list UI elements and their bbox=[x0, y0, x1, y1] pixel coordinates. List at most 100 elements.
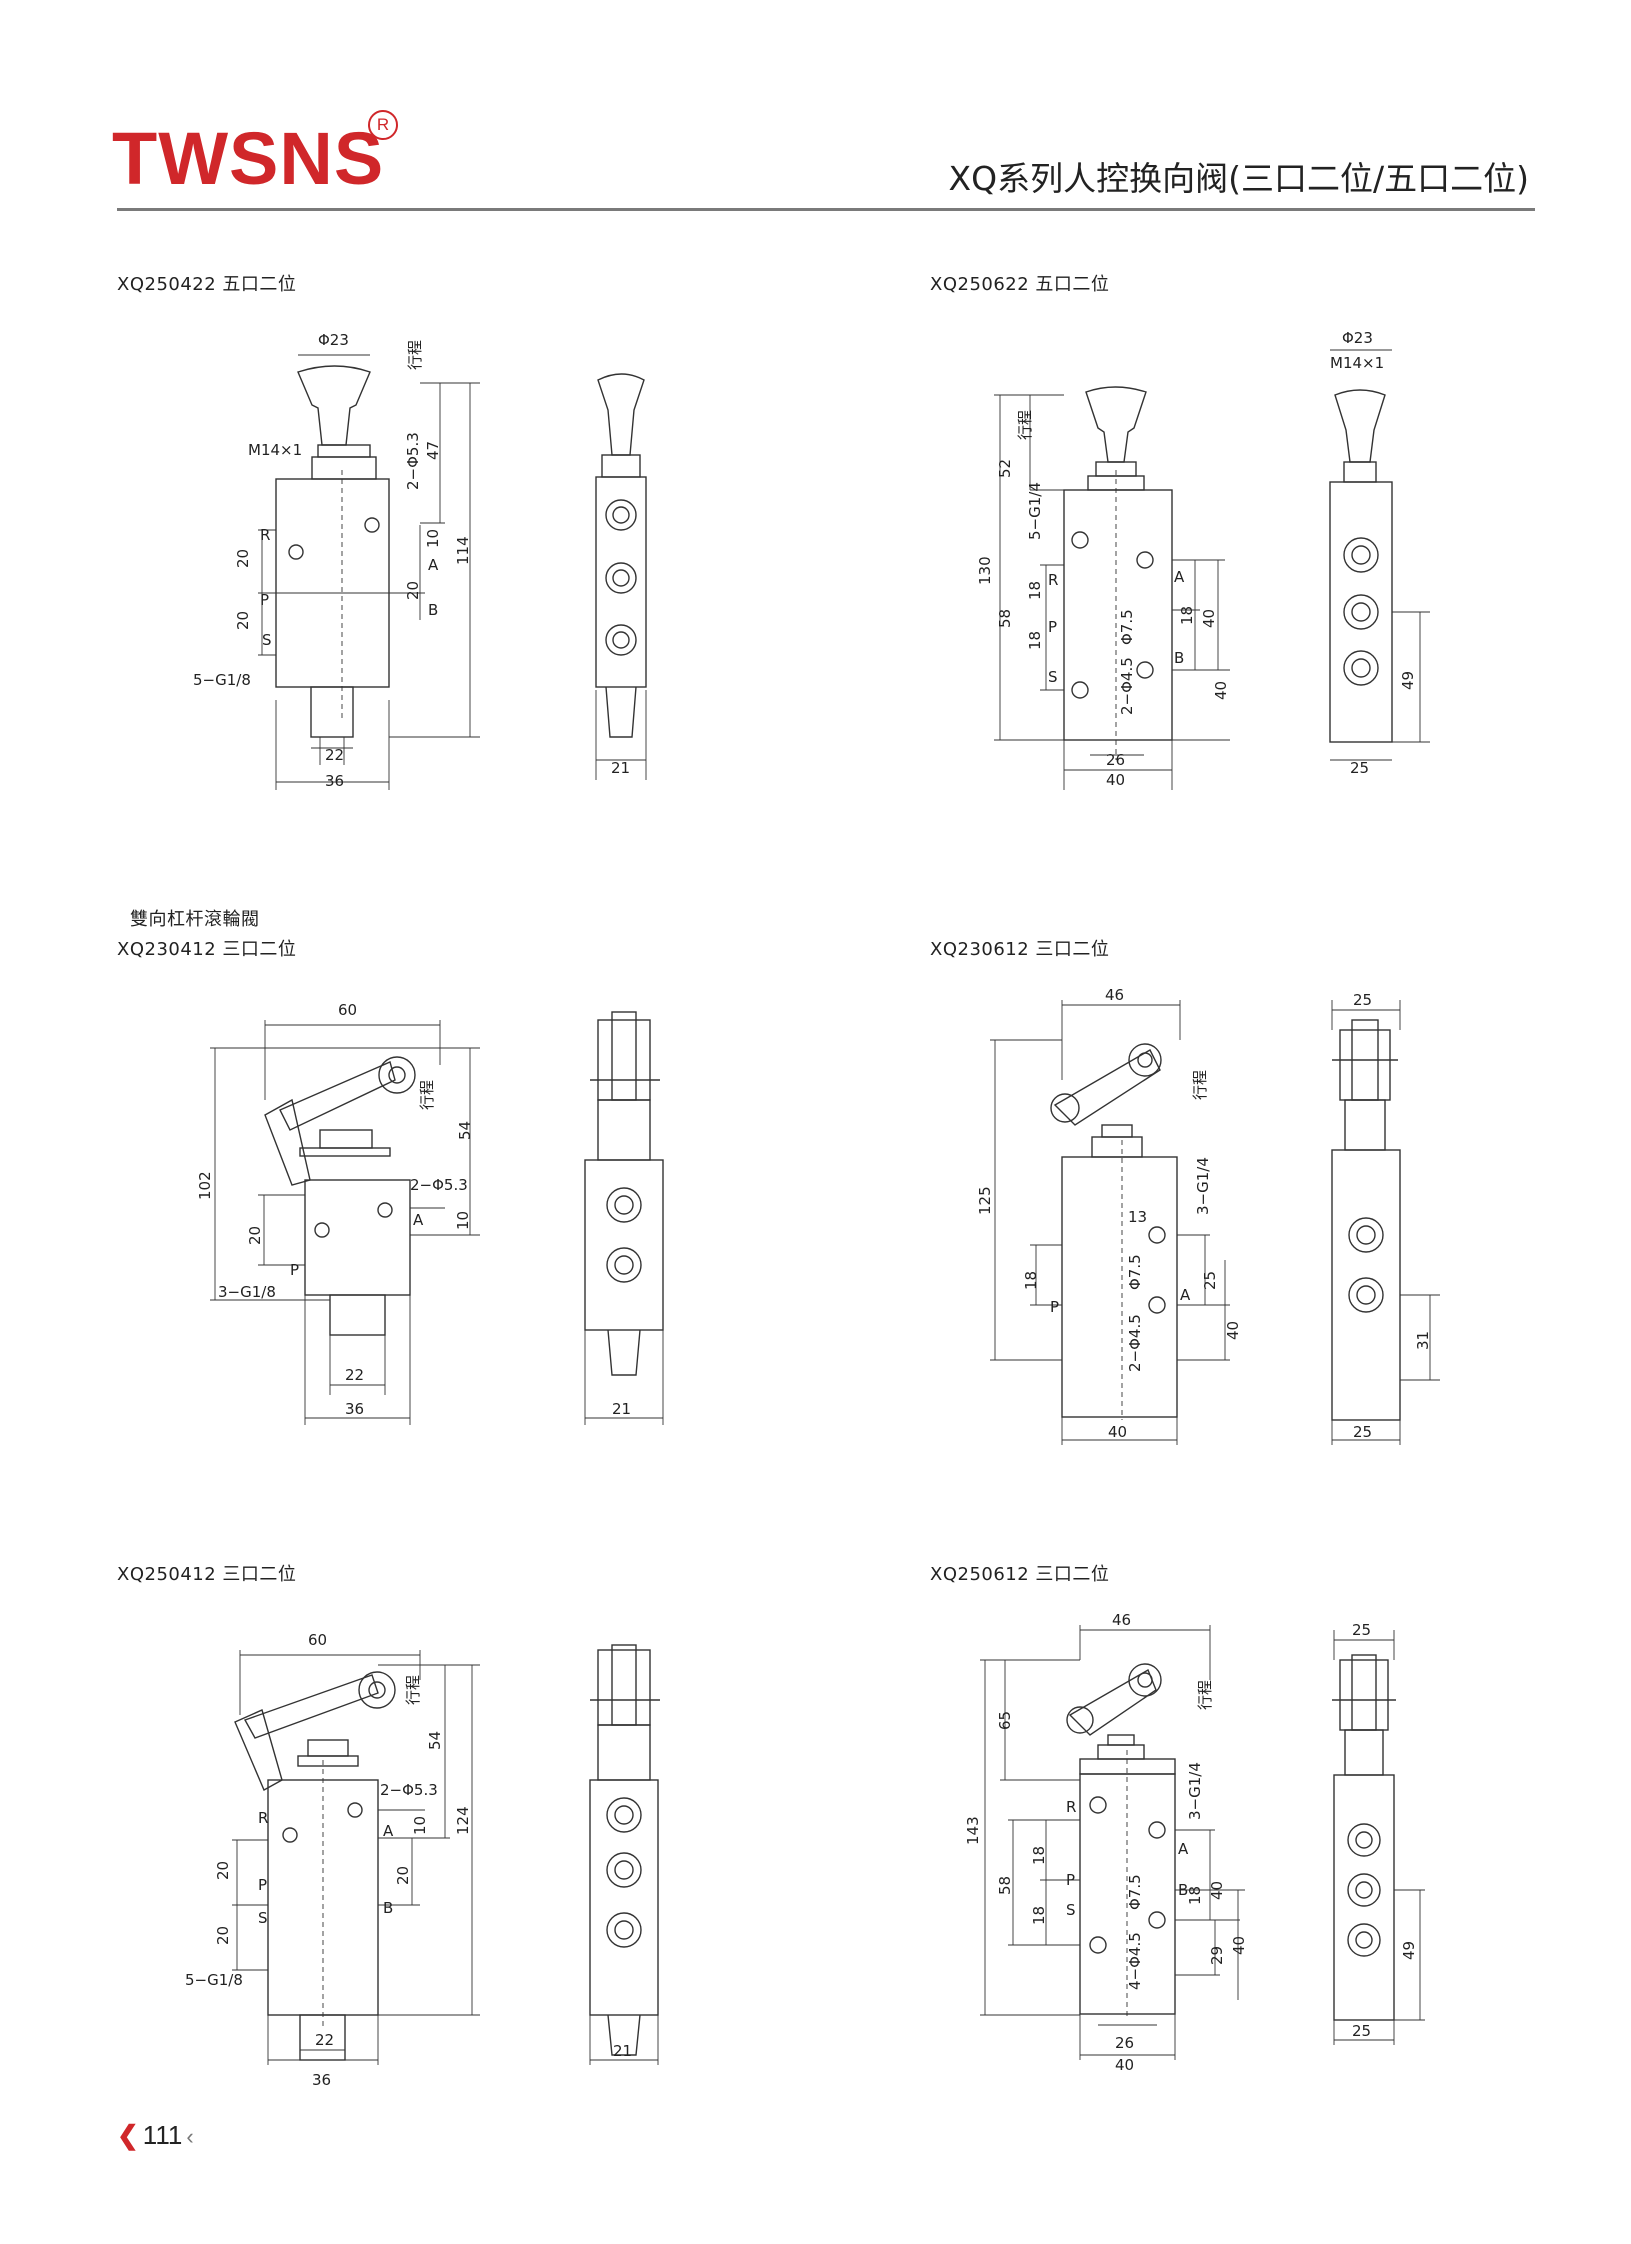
s1-dim-d5: 47 bbox=[424, 441, 442, 460]
page-number-value: 111 bbox=[142, 2120, 183, 2150]
brand-logo: TWSNS bbox=[112, 117, 385, 200]
drawing-xq250622-front: Φ23 M14×1 行程 52 130 5−G1/4 58 18 18 Φ7.5… bbox=[976, 329, 1384, 790]
s6-dim-d14: 40 bbox=[1230, 1936, 1248, 1955]
s1-dim-d8: 20 bbox=[234, 549, 252, 568]
s5-dim-d2: 行程 bbox=[404, 1675, 422, 1705]
s2-dim-d12: 18 bbox=[1178, 606, 1196, 625]
s4-dim-d2: 行程 bbox=[1191, 1070, 1209, 1100]
s1-dim-d14: 21 bbox=[611, 759, 630, 777]
drawing-xq230612-front: 46 行程 125 3−G1/4 13 18 Φ7.5 25 2−Φ4.5 40… bbox=[976, 986, 1242, 1445]
header-rule bbox=[117, 208, 1535, 211]
s6-dim-d7: 18 bbox=[1030, 1846, 1048, 1865]
s5-dim-d9: 20 bbox=[214, 1926, 232, 1945]
s3-dim-d3: 54 bbox=[456, 1121, 474, 1140]
s6-dim-d13: 29 bbox=[1208, 1946, 1226, 1965]
s2-port-p3: S bbox=[1048, 668, 1058, 686]
s6-dim-d9: Φ7.5 bbox=[1126, 1874, 1144, 1910]
s3-dim-d1: 60 bbox=[338, 1001, 357, 1019]
s4-dim-d14: 25 bbox=[1353, 1423, 1372, 1441]
s6-port-p4: A bbox=[1178, 1840, 1189, 1858]
s2-port-p1: R bbox=[1048, 571, 1058, 589]
s5-port-p2: P bbox=[258, 1876, 267, 1894]
drawing-xq230612-side: 25 31 25 bbox=[1331, 991, 1440, 1445]
s6-dim-d10: 4−Φ4.5 bbox=[1126, 1932, 1144, 1990]
s2-dim-d3: 行程 bbox=[1016, 410, 1034, 440]
s2-dim-d11: 2−Φ4.5 bbox=[1118, 657, 1136, 715]
s2-dim-d5: 130 bbox=[976, 556, 994, 585]
s2-dim-d17: 40 bbox=[1106, 771, 1125, 789]
page-number: ❮111‹ bbox=[117, 2120, 194, 2151]
caption-xq230412: XQ230412 三口二位 bbox=[117, 939, 297, 960]
drawing-xq250622-side: 49 25 bbox=[1329, 349, 1430, 777]
s5-dim-d4: 124 bbox=[454, 1806, 472, 1835]
s1-port-p5: B bbox=[428, 601, 438, 619]
s2-dim-d18: 25 bbox=[1350, 759, 1369, 777]
s5-dim-d8: 20 bbox=[214, 1861, 232, 1880]
s4-dim-d7: Φ7.5 bbox=[1126, 1254, 1144, 1290]
s6-dim-d3: 65 bbox=[996, 1711, 1014, 1730]
s5-dim-d13: 21 bbox=[613, 2042, 632, 2060]
s3-dim-d2: 行程 bbox=[418, 1080, 436, 1110]
s1-dim-d11: 5−G1/8 bbox=[193, 671, 251, 689]
s6-dim-d5: 3−G1/4 bbox=[1186, 1762, 1204, 1820]
s4-dim-d13: 31 bbox=[1414, 1331, 1432, 1350]
s5-port-p1: R bbox=[258, 1809, 268, 1827]
s2-dim-d16: 26 bbox=[1106, 751, 1125, 769]
s2-dim-d14: 40 bbox=[1212, 681, 1230, 700]
s6-dim-d6: 58 bbox=[996, 1876, 1014, 1895]
s4-dim-d5: 13 bbox=[1128, 1208, 1147, 1226]
s1-port-p2: P bbox=[260, 591, 269, 609]
s1-dim-d4: 2−Φ5.3 bbox=[404, 432, 422, 490]
s1-port-p1: R bbox=[260, 526, 270, 544]
s2-dim-d7: 58 bbox=[996, 609, 1014, 628]
s1-dim-d12: 22 bbox=[325, 746, 344, 764]
s2-dim-d1: Φ23 bbox=[1342, 329, 1373, 347]
s4-dim-d3: 125 bbox=[976, 1186, 994, 1215]
s1-dim-d1: Φ23 bbox=[318, 331, 349, 349]
s4-dim-d9: 2−Φ4.5 bbox=[1126, 1314, 1144, 1372]
s6-dim-d17: 40 bbox=[1115, 2056, 1134, 2074]
s3-dim-d8: 3−G1/8 bbox=[218, 1283, 276, 1301]
s3-port-p2: A bbox=[413, 1211, 424, 1229]
s5-dim-d1: 60 bbox=[308, 1631, 327, 1649]
s6-dim-d12: 40 bbox=[1208, 1881, 1226, 1900]
s2-port-p4: A bbox=[1174, 568, 1185, 586]
drawing-xq250612-side: 25 49 25 bbox=[1332, 1621, 1425, 2045]
s1-port-p4: A bbox=[428, 556, 439, 574]
s3-dim-d6: 10 bbox=[454, 1211, 472, 1230]
s5-port-p3: S bbox=[258, 1909, 268, 1927]
s5-port-p4: A bbox=[383, 1822, 394, 1840]
s4-port-p1: P bbox=[1050, 1298, 1059, 1316]
s3-dim-d5: 2−Φ5.3 bbox=[410, 1176, 468, 1194]
s6-port-p1: R bbox=[1066, 1798, 1076, 1816]
drawing-xq250422-front: Φ23 行程 M14×1 2−Φ5.3 47 10 114 20 20 20 5… bbox=[193, 331, 480, 790]
chevron-small-left-icon: ‹ bbox=[186, 2124, 194, 2149]
s5-port-p5: B bbox=[383, 1899, 393, 1917]
s2-dim-d4: 52 bbox=[996, 459, 1014, 478]
s5-dim-d3: 54 bbox=[426, 1731, 444, 1750]
s5-dim-d7: 20 bbox=[394, 1866, 412, 1885]
drawing-xq250412-side: 21 bbox=[589, 1644, 660, 2065]
caption-xq230612: XQ230612 三口二位 bbox=[930, 939, 1110, 960]
s6-dim-d1: 46 bbox=[1112, 1611, 1131, 1629]
s3-dim-d9: 22 bbox=[345, 1366, 364, 1384]
caption-xq250612: XQ250612 三口二位 bbox=[930, 1564, 1110, 1585]
s1-port-p3: S bbox=[262, 631, 272, 649]
s6-dim-d16: 26 bbox=[1115, 2034, 1134, 2052]
s2-dim-d10: Φ7.5 bbox=[1118, 609, 1136, 645]
s2-port-p5: B bbox=[1174, 649, 1184, 667]
s1-dim-d9: 20 bbox=[234, 611, 252, 630]
s5-dim-d5: 2−Φ5.3 bbox=[380, 1781, 438, 1799]
s3-dim-d7: 20 bbox=[246, 1226, 264, 1245]
s4-dim-d11: 40 bbox=[1108, 1423, 1127, 1441]
s6-dim-d2: 行程 bbox=[1196, 1680, 1214, 1710]
s6-port-p2: P bbox=[1066, 1871, 1075, 1889]
drawing-xq250612-front: 46 行程 65 143 3−G1/4 58 18 18 Φ7.5 4−Φ4.5… bbox=[964, 1611, 1248, 2074]
s6-dim-d15: 49 bbox=[1400, 1941, 1418, 1960]
s6-dim-d8: 18 bbox=[1030, 1906, 1048, 1925]
s4-dim-d10: 40 bbox=[1224, 1321, 1242, 1340]
s2-dim-d9: 18 bbox=[1026, 631, 1044, 650]
s3-dim-d11: 21 bbox=[612, 1400, 631, 1418]
s5-dim-d10: 5−G1/8 bbox=[185, 1971, 243, 1989]
